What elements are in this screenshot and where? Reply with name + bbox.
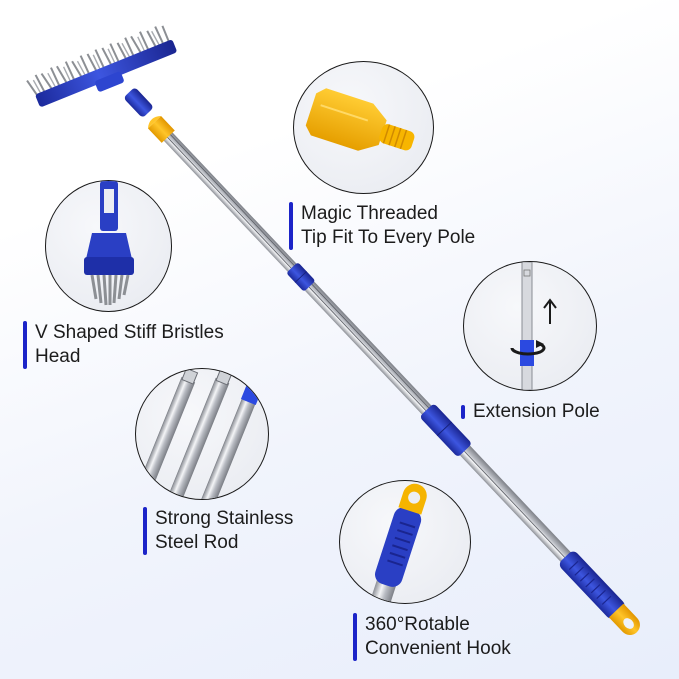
feature-label-line: Extension Pole [473,401,600,422]
feature-label-line: V Shaped Stiff Bristles [35,322,224,343]
accent-bar [289,202,293,250]
feature-label-threaded-tip: Magic Threaded Tip Fit To Every Pole [289,202,475,250]
feature-label-line: Tip Fit To Every Pole [301,227,476,248]
feature-label-line: 360°Rotable [365,614,470,635]
threaded-tip-photo [293,61,434,194]
feature-label-steel-rod: Strong Stainless Steel Rod [143,507,293,555]
feature-label-line: Head [35,346,81,367]
yellow-threaded-tip-icon [305,88,415,151]
blue-handle-yellow-hook-icon [369,483,427,603]
accent-bar [353,613,357,661]
feature-label-extension-pole: Extension Pole [461,400,600,424]
v-bristles-head-photo [45,180,172,312]
feature-label-line: Strong Stainless [155,508,294,529]
accent-bar [143,507,147,555]
feature-label-line: Convenient Hook [365,638,511,659]
feature-label-bristles-head: V Shaped Stiff Bristles Head [23,321,224,369]
feature-label-line: Magic Threaded [301,203,438,224]
v-bristles-brush-icon [84,181,134,306]
accent-bar [461,405,465,419]
steel-rods-photo [135,368,269,500]
accent-bar [23,321,27,369]
rotatable-hook-photo [339,480,471,604]
steel-rods-icon [136,369,267,499]
feature-label-line: Steel Rod [155,532,239,553]
feature-label-rotatable-hook: 360°Rotable Convenient Hook [353,613,511,661]
extension-pole-photo [463,261,597,391]
extension-pole-twist-icon [510,262,557,390]
